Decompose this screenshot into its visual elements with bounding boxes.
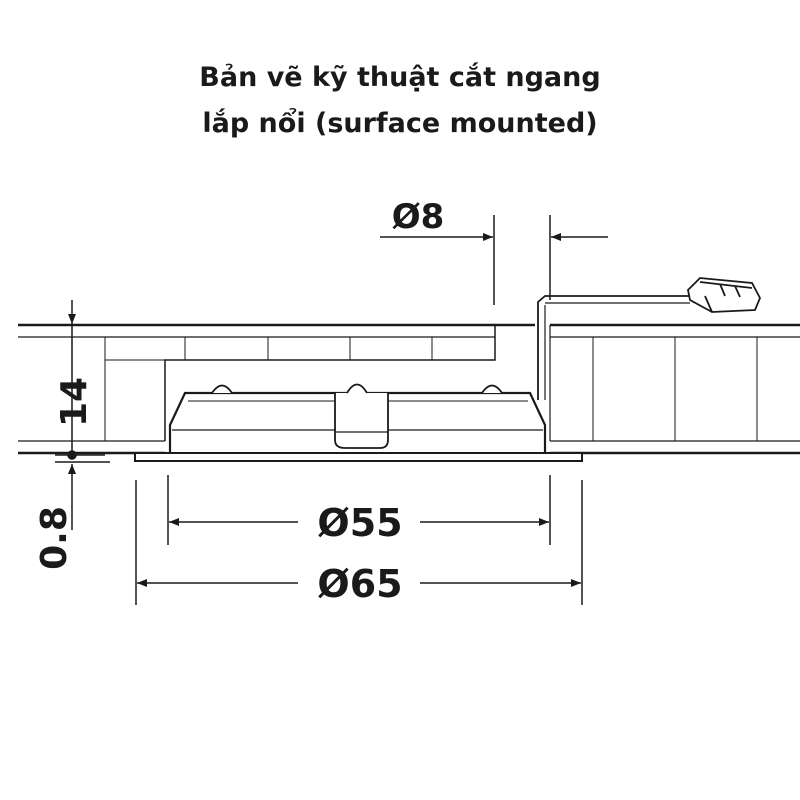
dim-flange-thickness bbox=[55, 450, 110, 530]
dim-cable-diameter bbox=[380, 215, 608, 305]
dim-height bbox=[55, 300, 105, 456]
dim-outer-diameter-label: Ø65 bbox=[317, 562, 402, 606]
dim-outer-diameter bbox=[135, 480, 583, 605]
dim-cutout-diameter bbox=[167, 475, 551, 545]
connector-plug bbox=[687, 277, 761, 313]
dim-cable-diameter-label: Ø8 bbox=[392, 197, 445, 237]
downlight-fixture bbox=[134, 383, 583, 462]
title-line-1: Bản vẽ kỹ thuật cắt ngang bbox=[199, 62, 601, 93]
dim-cutout-diameter-label: Ø55 bbox=[317, 501, 402, 545]
cable bbox=[537, 295, 690, 400]
dim-flange-thickness-label: 0.8 bbox=[34, 506, 75, 570]
dim-height-label: 14 bbox=[54, 377, 95, 427]
title-line-2: lắp nổi (surface mounted) bbox=[202, 108, 598, 139]
